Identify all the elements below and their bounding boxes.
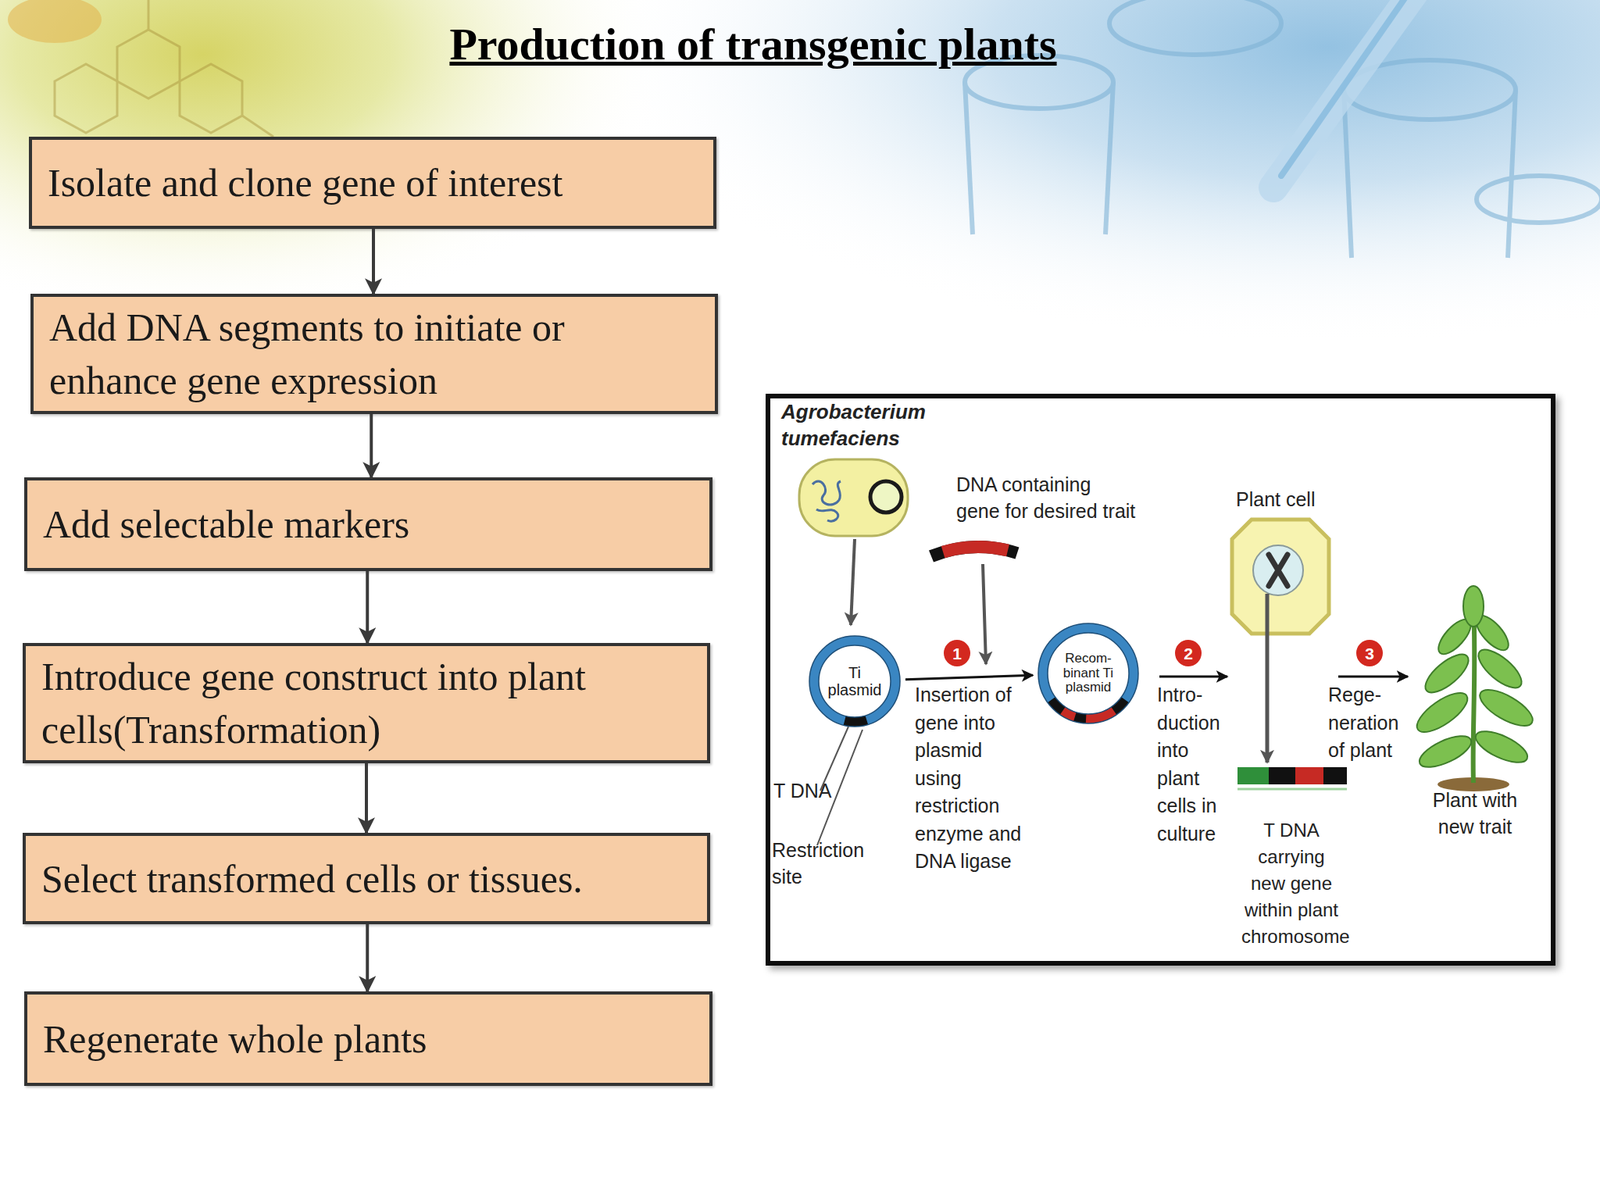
process-box: Isolate and clone gene of interest: [28, 136, 717, 229]
beaker-side: [1343, 89, 1352, 258]
step-text: Select transformed cells or tissues.: [41, 852, 583, 906]
part-label: T DNA: [773, 778, 852, 805]
dna-segment: [1047, 696, 1129, 724]
bacterial-chromosome: [812, 481, 841, 522]
organism-label: Agrobacterium tumefaciens: [781, 399, 950, 453]
ring-edge: [1047, 632, 1129, 715]
dna-segment: [1085, 707, 1117, 724]
callout-number: 3: [1356, 639, 1383, 667]
process-arrow: [1265, 593, 1270, 763]
hexagon: [117, 29, 180, 99]
result-label: T DNA carrying new gene within plant chr…: [1241, 817, 1342, 950]
leaf: [1472, 642, 1528, 694]
ring-edge: [1038, 623, 1139, 724]
step-text: Add DNA segments to initiate or enhance …: [49, 300, 700, 408]
process-arrow: [1159, 675, 1228, 679]
slide-title: Production of transgenic plants: [448, 14, 1058, 75]
flow-arrow: [364, 763, 368, 833]
flow-arrow: [371, 228, 375, 294]
chromosome: [1268, 554, 1288, 586]
process-arrow: [982, 564, 986, 665]
part-label: Restriction site: [771, 837, 882, 891]
leaf: [1463, 585, 1484, 627]
hand-decor: [7, 0, 102, 43]
cell-label: Plant cell: [1235, 486, 1354, 514]
plasmid-label: Ti plasmid: [823, 664, 886, 699]
bacterial-plasmid: [870, 481, 902, 513]
callout-number: 1: [943, 639, 971, 667]
bacterium-cell: [799, 459, 908, 536]
beaker-side: [1507, 89, 1516, 258]
bond-line: [242, 115, 274, 137]
flow-arrow: [365, 571, 369, 643]
leaf: [1414, 729, 1475, 774]
tdna-segment: [1268, 767, 1296, 785]
beaker-rim: [1476, 175, 1600, 223]
step-note: Insertion of gene into plasmid using res…: [914, 681, 1033, 876]
ring-edge: [818, 645, 891, 718]
dna-fragment: [931, 546, 1018, 557]
glassware-decor: [964, 0, 1600, 258]
tdna-segment: [1323, 767, 1347, 785]
leaf: [1475, 682, 1539, 733]
callout-number: 2: [1175, 639, 1202, 667]
tdna-segment: [1295, 767, 1324, 785]
flow-arrow: [369, 414, 373, 478]
step-note: Rege- neration of plant: [1328, 681, 1415, 765]
flow-arrow: [365, 924, 369, 992]
chromosome-strand: [1237, 788, 1347, 791]
result-label: Plant with new trait: [1424, 787, 1526, 841]
tdna-segment: [1237, 767, 1269, 785]
beaker-side: [1105, 82, 1114, 235]
plasmid-ring: [814, 640, 896, 722]
process-box: Introduce gene construct into plant cell…: [22, 642, 711, 764]
leaf: [1419, 647, 1475, 699]
illustration-frame: [767, 396, 1554, 964]
chromosome: [1268, 554, 1288, 586]
test-tube-glint: [1281, 0, 1407, 176]
plant-leaves: [1410, 585, 1538, 774]
process-box: Regenerate whole plants: [24, 991, 713, 1086]
gene-label: DNA containing gene for desired trait: [956, 471, 1139, 525]
plasmid-label: Recom- binant Ti plasmid: [1055, 651, 1122, 696]
beaker-side: [964, 82, 973, 235]
ring-edge: [809, 635, 900, 727]
leaf: [1471, 725, 1532, 769]
step-text: Introduce gene construct into plant cell…: [41, 650, 692, 757]
flow-arrow: [905, 675, 1033, 679]
process-arrow: [850, 539, 855, 625]
beaker-rim: [1109, 0, 1282, 55]
plant-stem: [1473, 603, 1475, 783]
process-arrow: [1338, 675, 1408, 679]
step-note: Intro- duction into plant cells in cultu…: [1157, 681, 1232, 848]
plasmid-circle: Ti plasmid: [808, 635, 901, 728]
test-tube: [1273, 0, 1415, 188]
dna-fragment: [931, 546, 1018, 557]
process-box: Select transformed cells or tissues.: [22, 832, 711, 925]
process-box: Add selectable markers: [24, 477, 713, 572]
step-text: Isolate and clone gene of interest: [47, 156, 563, 210]
plasmid-circle: Recom- binant Ti plasmid: [1037, 622, 1140, 725]
step-text: Add selectable markers: [42, 497, 410, 551]
cell-nucleus: [1253, 545, 1304, 596]
plant-cell: [1232, 519, 1329, 634]
hexagon: [179, 64, 243, 133]
hexagon: [54, 64, 118, 133]
step-text: Regenerate whole plants: [42, 1012, 427, 1066]
leaf: [1410, 685, 1473, 740]
process-box: Add DNA segments to initiate or enhance …: [30, 293, 718, 415]
bond-line: [147, 0, 150, 30]
